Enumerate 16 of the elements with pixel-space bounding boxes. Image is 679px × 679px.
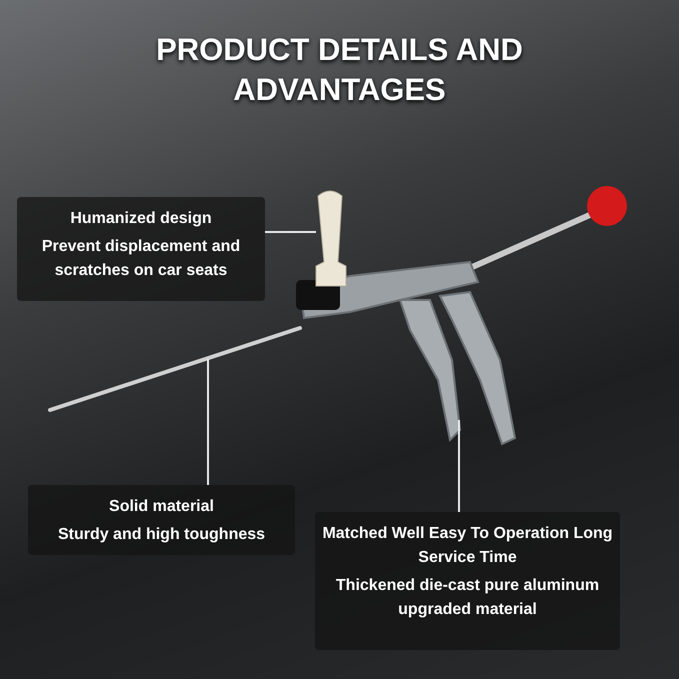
title: PRODUCT DETAILS AND ADVANTAGES [155, 31, 524, 109]
leader-line [265, 231, 316, 233]
leader-line [458, 420, 460, 512]
callout-heading: Solid material [108, 497, 215, 517]
callout-box [17, 197, 265, 301]
callout-heading: Humanized design [69, 209, 213, 229]
handle-grip [316, 190, 346, 286]
trigger-lever [398, 290, 516, 446]
callout-box [315, 512, 620, 650]
callout-text: Thickened die-cast pure aluminum upgraded material [334, 576, 600, 620]
steel-rod [48, 326, 302, 412]
callout-text: Prevent displacement and scratches on car seats [40, 237, 242, 281]
leader-line [207, 359, 209, 485]
callout-heading: Matched Well Easy To Operation Long Service Time [321, 524, 614, 568]
callout-text: Sturdy and high toughness [56, 525, 266, 545]
callout-box [28, 485, 295, 555]
